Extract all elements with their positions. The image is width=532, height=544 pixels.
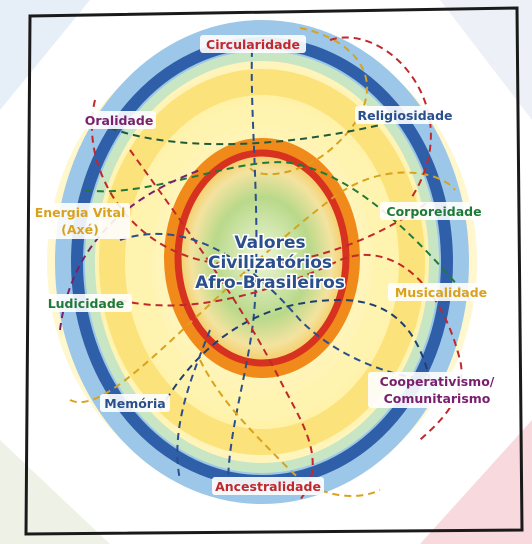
- dashed-line-4: [109, 124, 381, 146]
- center-title-line3: Afro-Brasileiros: [195, 273, 345, 293]
- label-corporeidade: Corporeidade: [386, 204, 481, 219]
- corner-tint-top-right: [440, 0, 532, 120]
- backdrop-religiosidade: [355, 106, 455, 124]
- label-cooperativismo-line1: Cooperativismo/: [380, 374, 495, 389]
- dashed-line-14: [176, 329, 211, 481]
- yellow-ring-outer: [99, 69, 425, 455]
- frame-border: [24, 6, 524, 536]
- center-title: Valores Civilizatórios Afro-Brasileiros: [194, 232, 347, 295]
- label-religiosidade: Religiosidade: [357, 108, 452, 123]
- core-fill: [174, 148, 350, 368]
- center-title-line1: Valores: [234, 233, 305, 253]
- dashed-line-13: [329, 36, 432, 201]
- backdrop-ancestralidade: [212, 477, 324, 495]
- label-energia-vital: Energia Vital: [35, 205, 126, 220]
- corner-tint-bottom-right: [420, 420, 532, 544]
- backdrop-musicalidade: [388, 283, 494, 301]
- corner-tint-top-left: [0, 0, 90, 110]
- backdrop-circularidade: [200, 35, 306, 53]
- backdrop-corporeidade: [380, 202, 488, 220]
- backdrop-ludicidade: [40, 294, 132, 312]
- dashed-line-3: [90, 99, 431, 267]
- yellow-ring-inner: [132, 104, 392, 420]
- outer-ring-green: [85, 51, 439, 473]
- label-ludicidade: Ludicidade: [48, 296, 125, 311]
- label-axe: (Axé): [61, 222, 99, 237]
- backdrop-memoria: [100, 394, 170, 412]
- dashed-line-2: [227, 49, 258, 481]
- label-ancestralidade: Ancestralidade: [215, 479, 321, 494]
- dashed-line-5: [84, 161, 471, 301]
- backdrop-energia: [30, 203, 130, 239]
- dashed-line-1: [249, 27, 368, 176]
- dashed-line-10: [119, 232, 441, 381]
- core-ring-orange: [164, 138, 360, 378]
- label-memoria: Memória: [104, 396, 165, 411]
- backdrop-cooperativismo: [368, 372, 506, 408]
- center-title-line2: Civilizatórios: [208, 253, 332, 273]
- label-musicalidade: Musicalidade: [395, 285, 487, 300]
- dashed-line-12: [199, 359, 381, 497]
- label-circularidade: Circularidade: [206, 37, 300, 52]
- label-oralidade: Oralidade: [85, 113, 154, 128]
- label-cooperativismo-line2: Comunitarismo: [384, 391, 491, 406]
- label-backdrops: [30, 35, 506, 495]
- backdrop-oralidade: [82, 111, 156, 129]
- dashed-line-9: [129, 149, 314, 501]
